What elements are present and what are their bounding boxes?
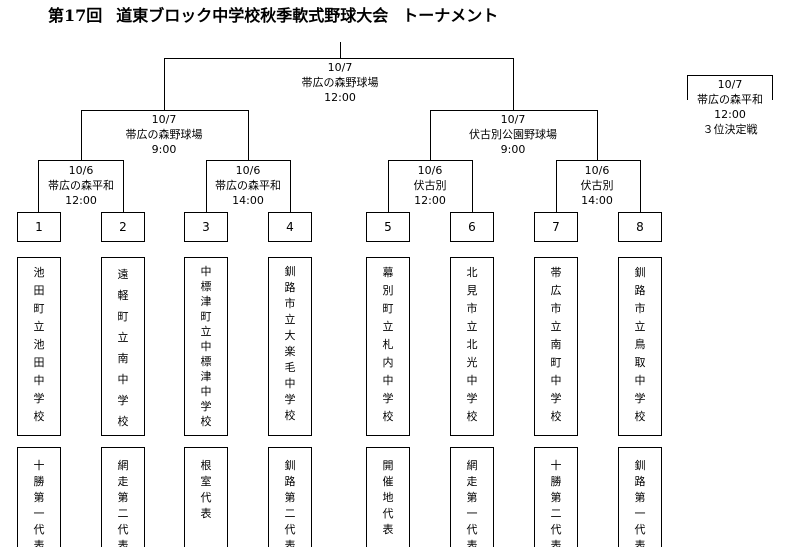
school-box: 帯広市立南町中学校	[534, 257, 578, 436]
representative-label: 十勝第一代表	[33, 459, 45, 547]
third-place-info: 10/7 帯広の森平和 12:00 ３位決定戦	[697, 77, 763, 137]
round1-game-2-info: 10/6 帯広の森平和 14:00	[215, 163, 281, 208]
representative-label: 釧路第一代表	[634, 459, 646, 547]
school-name: 池田町立池田中学校	[33, 266, 45, 423]
final-time: 12:00	[324, 91, 356, 104]
representative-label: 根室代表	[200, 459, 212, 520]
school-name: 北見市立北光中学校	[466, 266, 478, 423]
semifinal-date: 10/7	[151, 113, 177, 126]
semifinal-venue: 伏古別公園野球場	[469, 128, 557, 141]
representative-box: 網走第二代表	[101, 447, 145, 547]
representative-box: 十勝第二代表	[534, 447, 578, 547]
final-bracket-line	[164, 42, 514, 110]
round1-date: 10/6	[584, 164, 610, 177]
final-match-info: 10/7 帯広の森野球場 12:00	[302, 60, 379, 105]
seed-box: 3	[184, 212, 228, 242]
representative-label: 開催地代表	[382, 459, 394, 536]
seed-box: 2	[101, 212, 145, 242]
school-box: 釧路市立鳥取中学校	[618, 257, 662, 436]
representative-box: 開催地代表	[366, 447, 410, 547]
school-name: 遠軽町立南中学校	[117, 268, 129, 428]
seed-box: 1	[17, 212, 61, 242]
round1-game-3-info: 10/6 伏古別 12:00	[414, 163, 447, 208]
semifinal-time: 9:00	[151, 143, 177, 156]
representative-label: 十勝第二代表	[550, 459, 562, 547]
representative-label: 網走第二代表	[117, 459, 129, 547]
school-name: 釧路市立大楽毛中学校	[284, 265, 296, 422]
school-name: 帯広市立南町中学校	[550, 266, 562, 423]
school-box: 遠軽町立南中学校	[101, 257, 145, 436]
third-place-time: 12:00	[714, 108, 746, 121]
round1-game-4-info: 10/6 伏古別 14:00	[581, 163, 614, 208]
semifinal-date: 10/7	[500, 113, 526, 126]
seed-box: 5	[366, 212, 410, 242]
round1-game3-line	[388, 160, 473, 212]
semifinal-1-info: 10/7 帯広の森野球場 9:00	[126, 112, 203, 157]
representative-label: 釧路第二代表	[284, 459, 296, 547]
round1-date: 10/6	[417, 164, 443, 177]
round1-venue: 伏古別	[580, 179, 614, 192]
representative-box: 釧路第一代表	[618, 447, 662, 547]
school-box: 中標津町立中標津中学校	[184, 257, 228, 436]
school-name: 中標津町立中標津中学校	[200, 265, 212, 428]
semifinal-2-info: 10/7 伏古別公園野球場 9:00	[469, 112, 557, 157]
school-box: 釧路市立大楽毛中学校	[268, 257, 312, 436]
representative-box: 根室代表	[184, 447, 228, 547]
round1-venue: 帯広の森平和	[48, 179, 114, 192]
title-edition: 第17回	[48, 6, 103, 25]
seed-box: 4	[268, 212, 312, 242]
school-name: 釧路市立鳥取中学校	[634, 266, 646, 423]
third-place-date: 10/7	[717, 78, 743, 91]
round1-venue: 帯広の森平和	[215, 179, 281, 192]
representative-box: 十勝第一代表	[17, 447, 61, 547]
round1-game2-line	[206, 160, 291, 212]
school-name: 幕別町立札内中学校	[382, 266, 394, 423]
semifinal-venue: 帯広の森野球場	[125, 128, 203, 141]
title-suffix: トーナメント	[402, 6, 499, 25]
seed-box: 6	[450, 212, 494, 242]
round1-game4-line	[556, 160, 641, 212]
round1-venue: 伏古別	[413, 179, 447, 192]
page-title: 第17回道東ブロック中学校秋季軟式野球大会トーナメント	[48, 2, 512, 26]
final-date: 10/7	[327, 61, 353, 74]
round1-time: 12:00	[65, 194, 97, 207]
third-place-line	[687, 75, 773, 100]
school-box: 池田町立池田中学校	[17, 257, 61, 436]
representative-box: 釧路第二代表	[268, 447, 312, 547]
seed-box: 7	[534, 212, 578, 242]
round1-date: 10/6	[68, 164, 94, 177]
round1-date: 10/6	[235, 164, 261, 177]
third-place-venue: 帯広の森平和	[697, 93, 763, 106]
round1-time: 14:00	[581, 194, 613, 207]
round1-game1-line	[38, 160, 124, 212]
representative-label: 網走第一代表	[466, 459, 478, 547]
third-place-label: ３位決定戦	[702, 123, 758, 136]
semifinal-right-line	[430, 110, 598, 160]
title-tournament-name: 道東ブロック中学校秋季軟式野球大会	[116, 6, 389, 25]
final-venue: 帯広の森野球場	[301, 76, 379, 89]
seed-box: 8	[618, 212, 662, 242]
round1-time: 12:00	[414, 194, 446, 207]
school-box: 北見市立北光中学校	[450, 257, 494, 436]
semifinal-left-line	[81, 110, 249, 160]
semifinal-time: 9:00	[500, 143, 526, 156]
round1-time: 14:00	[232, 194, 264, 207]
school-box: 幕別町立札内中学校	[366, 257, 410, 436]
representative-box: 網走第一代表	[450, 447, 494, 547]
round1-game-1-info: 10/6 帯広の森平和 12:00	[48, 163, 114, 208]
